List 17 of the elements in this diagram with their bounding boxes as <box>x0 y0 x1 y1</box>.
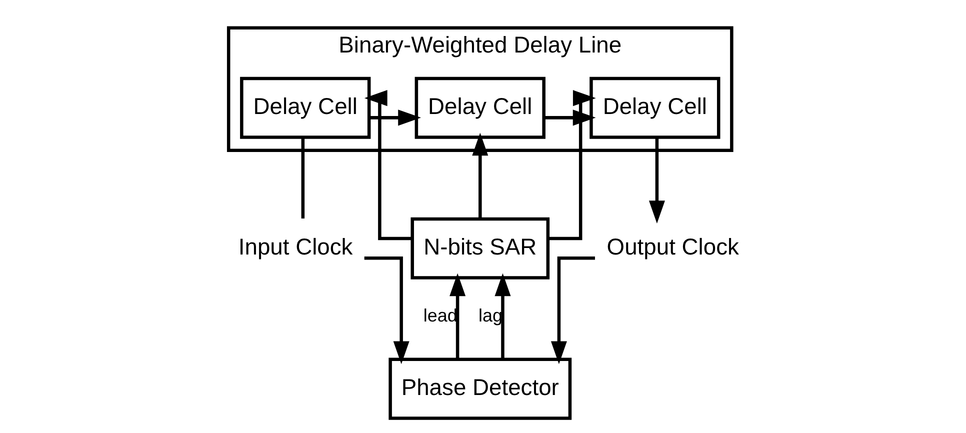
connector <box>301 138 305 219</box>
arrow <box>364 256 410 364</box>
arrow <box>450 273 466 360</box>
node-box: Phase Detector <box>388 358 572 420</box>
node-box: N-bits SAR <box>410 217 550 280</box>
arrow <box>648 138 665 224</box>
node-text: Input Clock <box>238 233 353 260</box>
arrow <box>550 256 595 364</box>
node-text: Output Clock <box>606 233 739 260</box>
node-box: Delay Cell <box>240 76 371 139</box>
arrow <box>369 110 421 126</box>
node-box: Delay Cell <box>590 76 720 139</box>
arrow <box>472 132 488 219</box>
arrow <box>494 273 511 360</box>
arrow <box>364 90 412 240</box>
edge-label: lead <box>423 306 458 326</box>
node-box: Delay Cell <box>414 76 546 139</box>
